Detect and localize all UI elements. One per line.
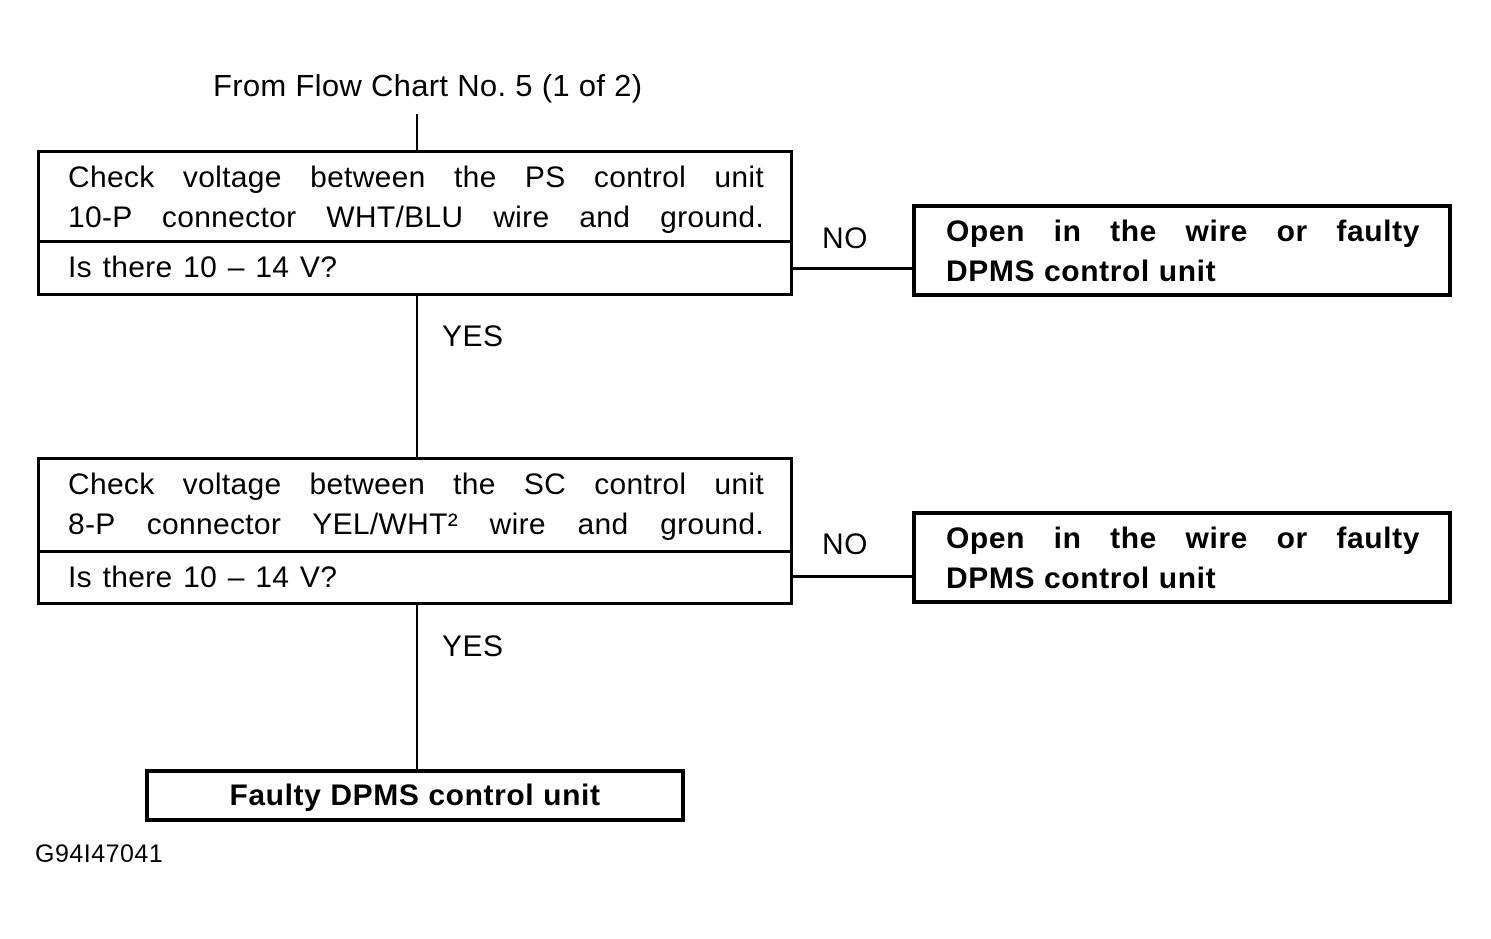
step1-yes-connector-line <box>416 296 418 457</box>
final-result-text: Faulty DPMS control unit <box>229 778 601 812</box>
step1-box: Check voltage between the PS control uni… <box>37 150 793 296</box>
step2-no-connector-line <box>793 575 912 578</box>
step1-no-result-line-1: Open in the wire or faulty <box>946 215 1420 248</box>
step1-no-result-box: Open in the wire or faulty DPMS control … <box>912 204 1452 297</box>
step1-instruction-line-2: 10-P connector WHT/BLU wire and ground. <box>68 201 764 234</box>
step2-yes-connector-line <box>416 605 418 769</box>
step2-no-label: NO <box>822 528 868 561</box>
step1-instruction: Check voltage between the PS control uni… <box>40 153 790 243</box>
step2-question: Is there 10 – 14 V? <box>68 560 338 594</box>
figure-id: G94I47041 <box>35 840 164 868</box>
step1-instruction-line-1: Check voltage between the PS control uni… <box>68 161 764 194</box>
step1-no-result-line-2: DPMS control unit <box>946 255 1217 288</box>
step1-no-connector-line <box>793 267 912 270</box>
step2-no-result-text: Open in the wire or faulty DPMS control … <box>916 515 1448 599</box>
step2-instruction: Check voltage between the SC control uni… <box>40 460 790 553</box>
step2-instruction-line-2: 8-P connector YEL/WHT² wire and ground. <box>68 508 764 541</box>
step2-no-result-line-1: Open in the wire or faulty <box>946 522 1420 555</box>
step1-yes-label: YES <box>442 320 504 353</box>
step1-question: Is there 10 – 14 V? <box>68 251 338 284</box>
step2-box: Check voltage between the SC control uni… <box>37 457 793 605</box>
step1-no-label: NO <box>822 222 868 255</box>
step2-no-result-box: Open in the wire or faulty DPMS control … <box>912 511 1452 604</box>
step2-yes-label: YES <box>442 630 504 663</box>
step2-no-result-line-2: DPMS control unit <box>946 562 1217 595</box>
step1-no-result-text: Open in the wire or faulty DPMS control … <box>916 208 1448 292</box>
step2-instruction-line-1: Check voltage between the SC control uni… <box>68 468 764 501</box>
final-result-box: Faulty DPMS control unit <box>145 769 685 822</box>
entry-connector-line <box>416 114 418 150</box>
entry-label: From Flow Chart No. 5 (1 of 2) <box>213 68 643 103</box>
